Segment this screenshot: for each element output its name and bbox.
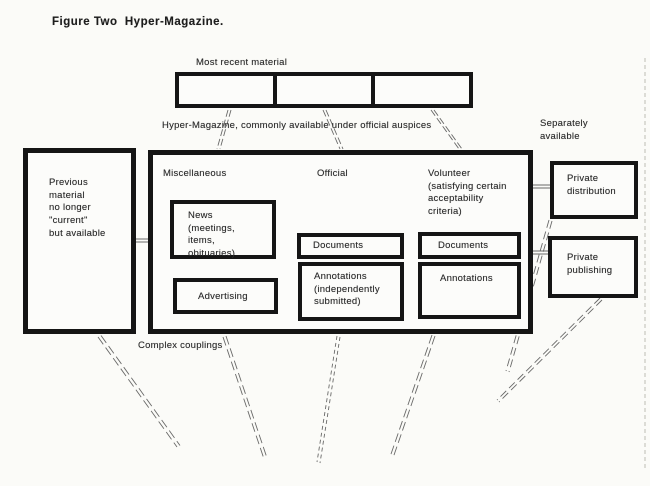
coupling-line-2 (222, 335, 268, 460)
volunteer-annotations-text: Annotations (440, 273, 493, 284)
connector-topcell1-main (216, 109, 232, 150)
coupling-line-1 (97, 335, 181, 448)
column-label-miscellaneous: Miscellaneous (163, 168, 227, 179)
hyper-magazine-box: Miscellaneous Official Volunteer (satisf… (148, 150, 533, 334)
news-box: News (meetings, items, obituaries) (170, 200, 276, 259)
hyper-magazine-caption: Hyper-Magazine, commonly available under… (162, 120, 432, 131)
most-recent-cell-2 (273, 76, 371, 104)
connector-main-private-distribution (530, 184, 552, 189)
coupling-line-3 (316, 335, 341, 464)
official-annotations-box: Annotations (independently submitted) (298, 262, 404, 321)
previous-material-box: Previous material no longer "current" bu… (23, 148, 136, 334)
connector-topcell2-main (322, 109, 344, 150)
volunteer-annotations-box: Annotations (418, 262, 521, 319)
previous-material-text: Previous material no longer "current" bu… (49, 177, 106, 239)
most-recent-cell-1 (179, 76, 273, 104)
private-publishing-box: Private publishing (548, 236, 638, 298)
private-distribution-text: Private distribution (567, 173, 616, 197)
column-label-official: Official (317, 168, 348, 179)
coupling-line-publishing (496, 297, 603, 403)
complex-couplings-label: Complex couplings (138, 340, 223, 351)
news-text: News (meetings, items, obituaries) (188, 210, 236, 260)
official-documents-text: Documents (313, 240, 364, 251)
figure-title: Figure Two Hyper-Magazine. (52, 16, 224, 28)
official-documents-box: Documents (297, 233, 404, 259)
most-recent-cell-3 (371, 76, 469, 104)
volunteer-documents-box: Documents (418, 232, 521, 259)
volunteer-documents-text: Documents (438, 240, 489, 251)
connector-topcell3-main (430, 109, 463, 150)
separately-available-label: Separately available (540, 118, 588, 142)
column-label-volunteer: Volunteer (satisfying certain acceptabil… (428, 168, 507, 218)
private-distribution-box: Private distribution (550, 161, 638, 219)
advertising-box: Advertising (173, 278, 278, 314)
private-publishing-text: Private publishing (567, 252, 613, 276)
most-recent-material-box (175, 72, 473, 108)
advertising-text: Advertising (198, 291, 248, 302)
coupling-line-4 (389, 334, 436, 459)
most-recent-material-label: Most recent material (196, 57, 288, 68)
official-annotations-text: Annotations (independently submitted) (314, 271, 380, 308)
